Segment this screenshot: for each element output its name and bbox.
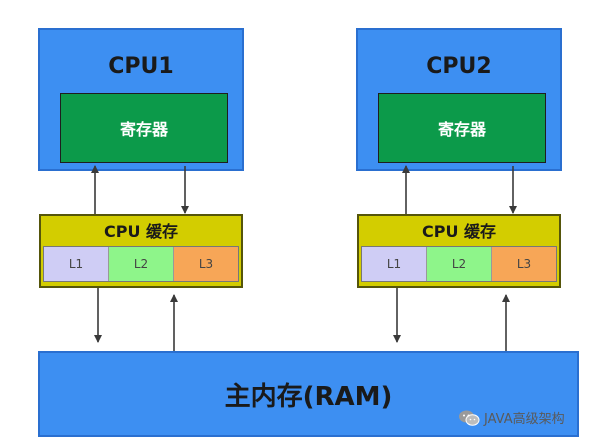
cpu2-box: CPU2 寄存器 — [356, 28, 562, 171]
cpu2-l3-cache: L3 — [492, 247, 556, 281]
main-memory-box: 主内存(RAM) — [38, 351, 579, 437]
cpu1-cache: CPU 缓存 L1 L2 L3 — [39, 214, 243, 288]
cpu2-cache-levels: L1 L2 L3 — [361, 246, 557, 282]
cpu1-box: CPU1 寄存器 — [38, 28, 244, 171]
cpu2-l1-cache: L1 — [362, 247, 427, 281]
cpu1-cache-levels: L1 L2 L3 — [43, 246, 239, 282]
cpu2-cache: CPU 缓存 L1 L2 L3 — [357, 214, 561, 288]
cpu2-title: CPU2 — [426, 54, 492, 79]
cpu1-title: CPU1 — [108, 54, 174, 79]
cpu2-l2-cache: L2 — [427, 247, 492, 281]
cpu2-register: 寄存器 — [378, 93, 546, 163]
cpu1-register: 寄存器 — [60, 93, 228, 163]
watermark-text: JAVA高级架构 — [484, 412, 565, 427]
wechat-icon — [459, 410, 480, 426]
watermark: JAVA高级架构 — [458, 408, 565, 427]
cpu1-l1-cache: L1 — [44, 247, 109, 281]
cpu1-cache-title: CPU 缓存 — [103, 222, 179, 241]
cpu1-l3-cache: L3 — [174, 247, 238, 281]
cpu1-l2-cache: L2 — [109, 247, 174, 281]
cpu2-cache-title: CPU 缓存 — [421, 222, 497, 241]
